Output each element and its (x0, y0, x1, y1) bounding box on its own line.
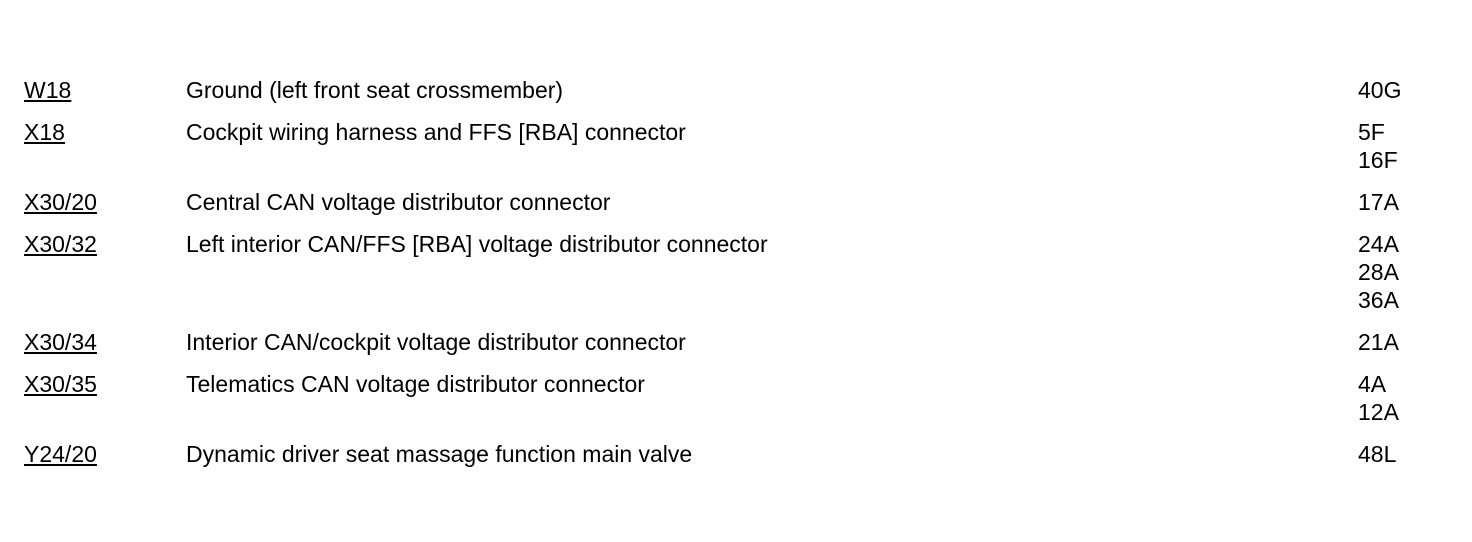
legend-row-w18: W18 Ground (left front seat crossmember)… (24, 76, 1444, 104)
component-code-link[interactable]: X30/35 (24, 371, 97, 397)
legend-row-x18: X18 Cockpit wiring harness and FFS [RBA]… (24, 118, 1444, 174)
grid-reference: 28A (1358, 259, 1399, 285)
legend-row-x30-32: X30/32 Left interior CAN/FFS [RBA] volta… (24, 230, 1444, 314)
grid-reference: 21A (1358, 329, 1399, 355)
component-description: Interior CAN/cockpit voltage distributor… (186, 329, 686, 355)
grid-reference-list: 24A 28A 36A (1358, 230, 1444, 314)
component-legend-table: W18 Ground (left front seat crossmember)… (24, 76, 1444, 482)
grid-reference: 24A (1358, 231, 1399, 257)
component-code-link[interactable]: X30/32 (24, 231, 97, 257)
grid-reference-list: 21A (1358, 328, 1444, 356)
component-description: Cockpit wiring harness and FFS [RBA] con… (186, 119, 686, 145)
component-description: Telematics CAN voltage distributor conne… (186, 371, 645, 397)
legend-row-x30-35: X30/35 Telematics CAN voltage distributo… (24, 370, 1444, 426)
legend-row-x30-20: X30/20 Central CAN voltage distributor c… (24, 188, 1444, 216)
grid-reference-list: 5F 16F (1358, 118, 1444, 174)
grid-reference: 36A (1358, 287, 1399, 313)
grid-reference-list: 17A (1358, 188, 1444, 216)
component-code-link[interactable]: X18 (24, 119, 65, 145)
legend-row-x30-34: X30/34 Interior CAN/cockpit voltage dist… (24, 328, 1444, 356)
grid-reference: 48L (1358, 441, 1397, 467)
component-description: Left interior CAN/FFS [RBA] voltage dist… (186, 231, 768, 257)
component-description: Dynamic driver seat massage function mai… (186, 441, 693, 467)
grid-reference: 4A (1358, 371, 1387, 397)
component-description: Central CAN voltage distributor connecto… (186, 189, 611, 215)
grid-reference-list: 4A 12A (1358, 370, 1444, 426)
component-code-link[interactable]: X30/34 (24, 329, 97, 355)
grid-reference-list: 40G (1358, 76, 1444, 104)
grid-reference: 16F (1358, 147, 1398, 173)
component-code-link[interactable]: W18 (24, 77, 72, 103)
legend-row-y24-20: Y24/20 Dynamic driver seat massage funct… (24, 440, 1444, 468)
grid-reference-list: 48L (1358, 440, 1444, 468)
component-code-link[interactable]: Y24/20 (24, 441, 97, 467)
component-code-link[interactable]: X30/20 (24, 189, 97, 215)
component-description: Ground (left front seat crossmember) (186, 77, 564, 103)
grid-reference: 40G (1358, 77, 1402, 103)
grid-reference: 5F (1358, 119, 1385, 145)
grid-reference: 12A (1358, 399, 1399, 425)
grid-reference: 17A (1358, 189, 1399, 215)
